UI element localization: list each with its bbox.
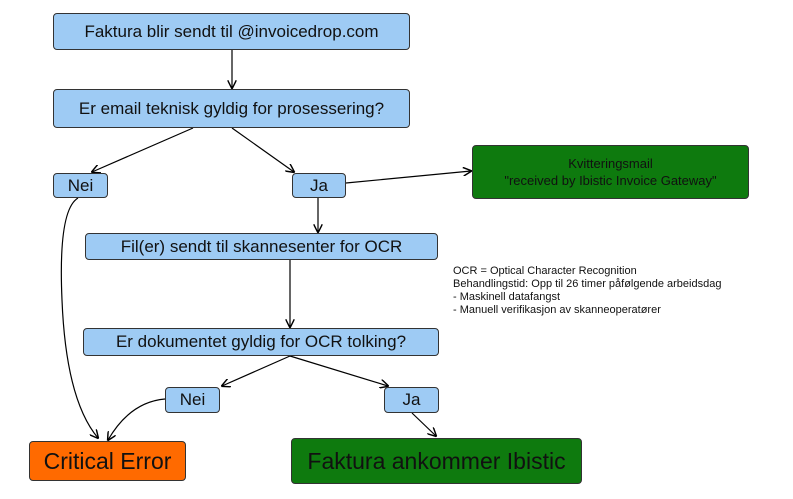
arrow-ocr-check-to-ja [289, 355, 388, 386]
receipt-title: Kvitteringsmail [568, 156, 653, 171]
nei-node-ocr: Nei [165, 387, 220, 413]
arrow-ocr-check-to-nei [222, 355, 291, 386]
nei-label: Nei [179, 390, 206, 409]
arrow-nei-to-error [60, 197, 98, 438]
ja-node-ocr: Ja [384, 387, 439, 413]
email-validity-question: Er email teknisk gyldig for prosessering… [53, 89, 410, 128]
start-node-label: Faktura blir sendt til @invoicedrop.com [84, 21, 379, 41]
arrow-nei2-to-error [108, 398, 166, 440]
invoice-arrives-label: Faktura ankommer Ibistic [307, 447, 566, 474]
ja-node-email: Ja [292, 173, 346, 198]
ocr-validity-label: Er dokumentet gyldig for OCR tolking? [115, 332, 407, 351]
ja-label: Ja [402, 390, 421, 409]
nei-node-email: Nei [53, 173, 108, 198]
arrow-email-check-to-ja [231, 127, 294, 172]
note-line: Behandlingstid: Opp til 26 timer påfølge… [453, 278, 722, 290]
receipt-subtitle: "received by Ibistic Invoice Gateway" [504, 173, 717, 188]
ocr-validity-question: Er dokumentet gyldig for OCR tolking? [83, 328, 439, 356]
note-line: - Maskinell datafangst [453, 291, 560, 303]
ja-label: Ja [310, 175, 328, 195]
nei-label: Nei [67, 175, 94, 195]
ocr-info-note: OCR = Optical Character Recognition Beha… [453, 265, 721, 317]
email-validity-label: Er email teknisk gyldig for prosessering… [78, 98, 385, 118]
ocr-sent-label: Fil(er) sendt til skannesenter for OCR [120, 236, 403, 256]
ocr-sent-node: Fil(er) sendt til skannesenter for OCR [85, 233, 438, 260]
invoice-arrives-node: Faktura ankommer Ibistic [291, 438, 582, 484]
arrow-email-check-to-nei [92, 127, 194, 172]
arrow-ja-to-receipt [345, 171, 471, 184]
note-line: OCR = Optical Character Recognition [453, 265, 637, 277]
critical-error-label: Critical Error [43, 447, 172, 474]
arrow-ja2-to-success [411, 412, 436, 436]
receipt-mail-node: Kvitteringsmail "received by Ibistic Inv… [472, 145, 749, 199]
critical-error-node: Critical Error [29, 441, 186, 481]
note-line: - Manuell verifikasjon av skanneoperatør… [453, 304, 661, 316]
start-node: Faktura blir sendt til @invoicedrop.com [53, 13, 410, 50]
